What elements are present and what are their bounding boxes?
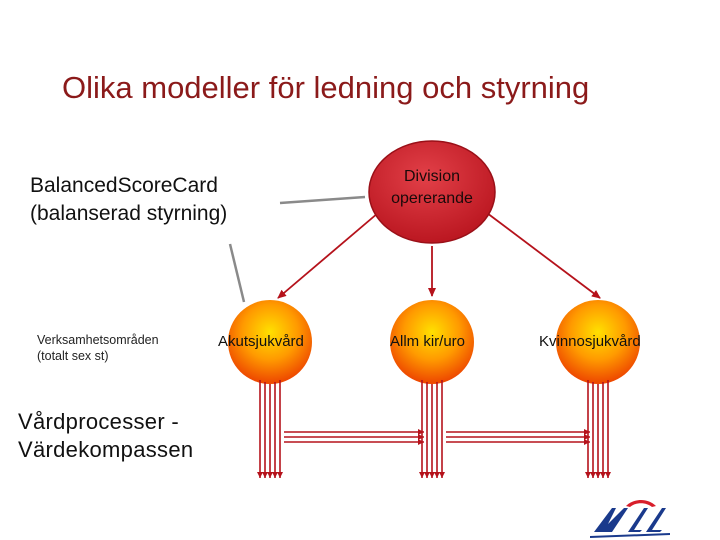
process-arrows-kvinn [585, 380, 611, 478]
unit-label-akutsjukvard: Akutsjukvård [218, 333, 304, 350]
balanced-scorecard-line2: (balanserad styrning) [30, 202, 228, 225]
vardprocesser-line2: Värdekompassen [18, 437, 194, 462]
page-title: Olika modeller för ledning och styrning [62, 70, 590, 105]
verksamhet-label: Verksamhetsområden (totalt sex st) [37, 332, 159, 364]
division-node [368, 140, 496, 244]
unit-label-kvinnosjukvard: Kvinnosjukvård [539, 333, 641, 350]
horizontal-process-arrows [284, 429, 590, 445]
unit-label-allm-kir-uro: Allm kir/uro [390, 333, 466, 350]
unit-node-kvinnosjukvard [556, 300, 640, 384]
division-label-line2: opererande [391, 190, 473, 207]
division-label: Division opererande [367, 166, 497, 210]
balanced-scorecard-label: BalancedScoreCard (balanserad styrning) [30, 172, 227, 228]
nll-logo-icon [590, 500, 670, 538]
division-label-line1: Division [403, 168, 460, 185]
process-arrows-allm [419, 380, 445, 478]
arrow-division-to-akut [277, 212, 379, 299]
bsc-connector-to-division [279, 195, 366, 205]
verksamhet-line1: Verksamhetsområden [37, 333, 159, 347]
unit-node-allm-kir-uro [390, 300, 474, 384]
vardprocesser-line1: Vårdprocesser - [18, 409, 180, 434]
vardprocesser-label: Vårdprocesser - Värdekompassen [18, 408, 193, 464]
verksamhet-line2: (totalt sex st) [37, 349, 109, 363]
bsc-connector-to-akut [228, 243, 246, 303]
arrow-division-to-kvinn [486, 212, 601, 299]
unit-node-akutsjukvard [228, 300, 312, 384]
process-arrows-akut [257, 380, 283, 478]
balanced-scorecard-line1: BalancedScoreCard [30, 174, 218, 197]
